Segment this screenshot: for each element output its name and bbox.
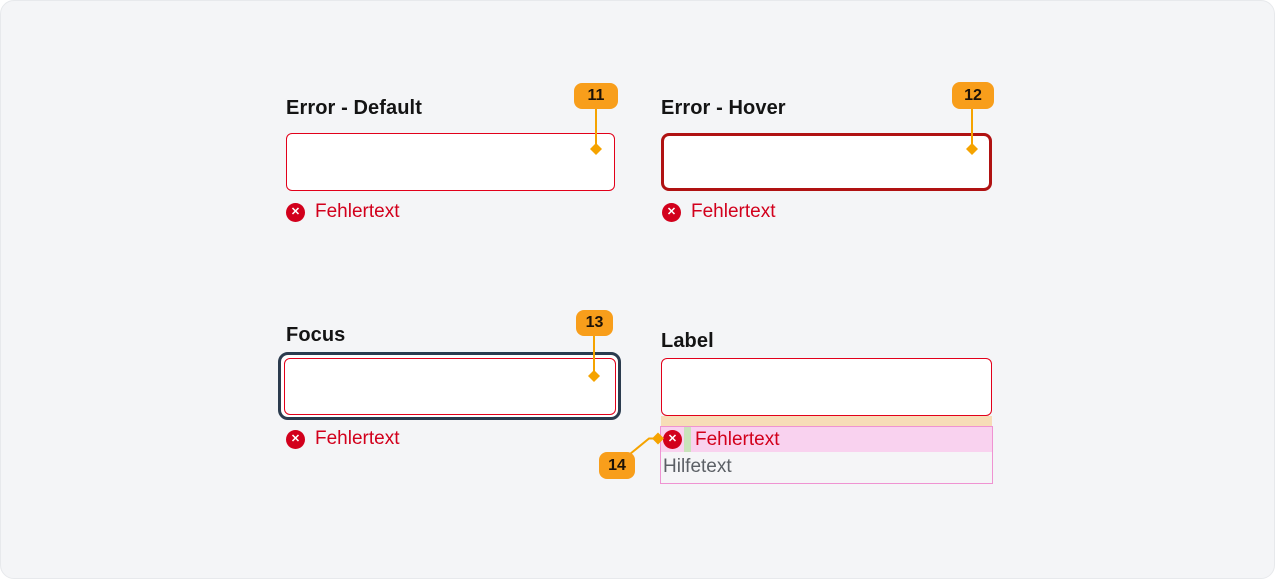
input-focus[interactable] <box>283 357 616 415</box>
focus-ring <box>278 352 621 420</box>
error-message-row: ✕ Fehlertext <box>662 201 775 223</box>
message-area-highlight-box: ✕ Fehlertext Hilfetext <box>660 426 993 484</box>
error-text: Fehlertext <box>315 201 400 222</box>
close-circle-icon: ✕ <box>286 202 305 222</box>
section-title-label: Label <box>661 330 714 352</box>
help-message-row: Hilfetext <box>661 452 992 482</box>
annotation-badge-14: 14 <box>599 452 635 479</box>
close-circle-icon: ✕ <box>663 430 682 449</box>
error-text: Fehlertext <box>695 428 780 450</box>
section-title-error-hover: Error - Hover <box>661 97 786 119</box>
close-circle-icon: ✕ <box>286 429 305 449</box>
error-message-row: ✕ Fehlertext <box>286 201 399 223</box>
help-text: Hilfetext <box>663 456 732 477</box>
error-text: Fehlertext <box>315 428 400 449</box>
close-circle-icon: ✕ <box>662 202 681 222</box>
input-error-default[interactable] <box>286 133 615 191</box>
spacing-indicator-beige <box>661 416 992 426</box>
annotation-connector-14 <box>629 432 664 455</box>
input-error-hover[interactable] <box>661 133 992 191</box>
section-title-error-default: Error - Default <box>286 97 422 119</box>
spacing-indicator-green <box>684 427 691 452</box>
annotation-badge-13: 13 <box>576 310 613 336</box>
section-title-focus: Focus <box>286 324 346 346</box>
annotation-badge-11: 11 <box>574 83 618 109</box>
error-message-row-highlighted: ✕ Fehlertext <box>661 427 992 452</box>
input-label[interactable] <box>661 358 992 416</box>
error-message-row: ✕ Fehlertext <box>286 428 399 450</box>
annotation-badge-12: 12 <box>952 82 994 109</box>
error-text: Fehlertext <box>691 201 776 222</box>
